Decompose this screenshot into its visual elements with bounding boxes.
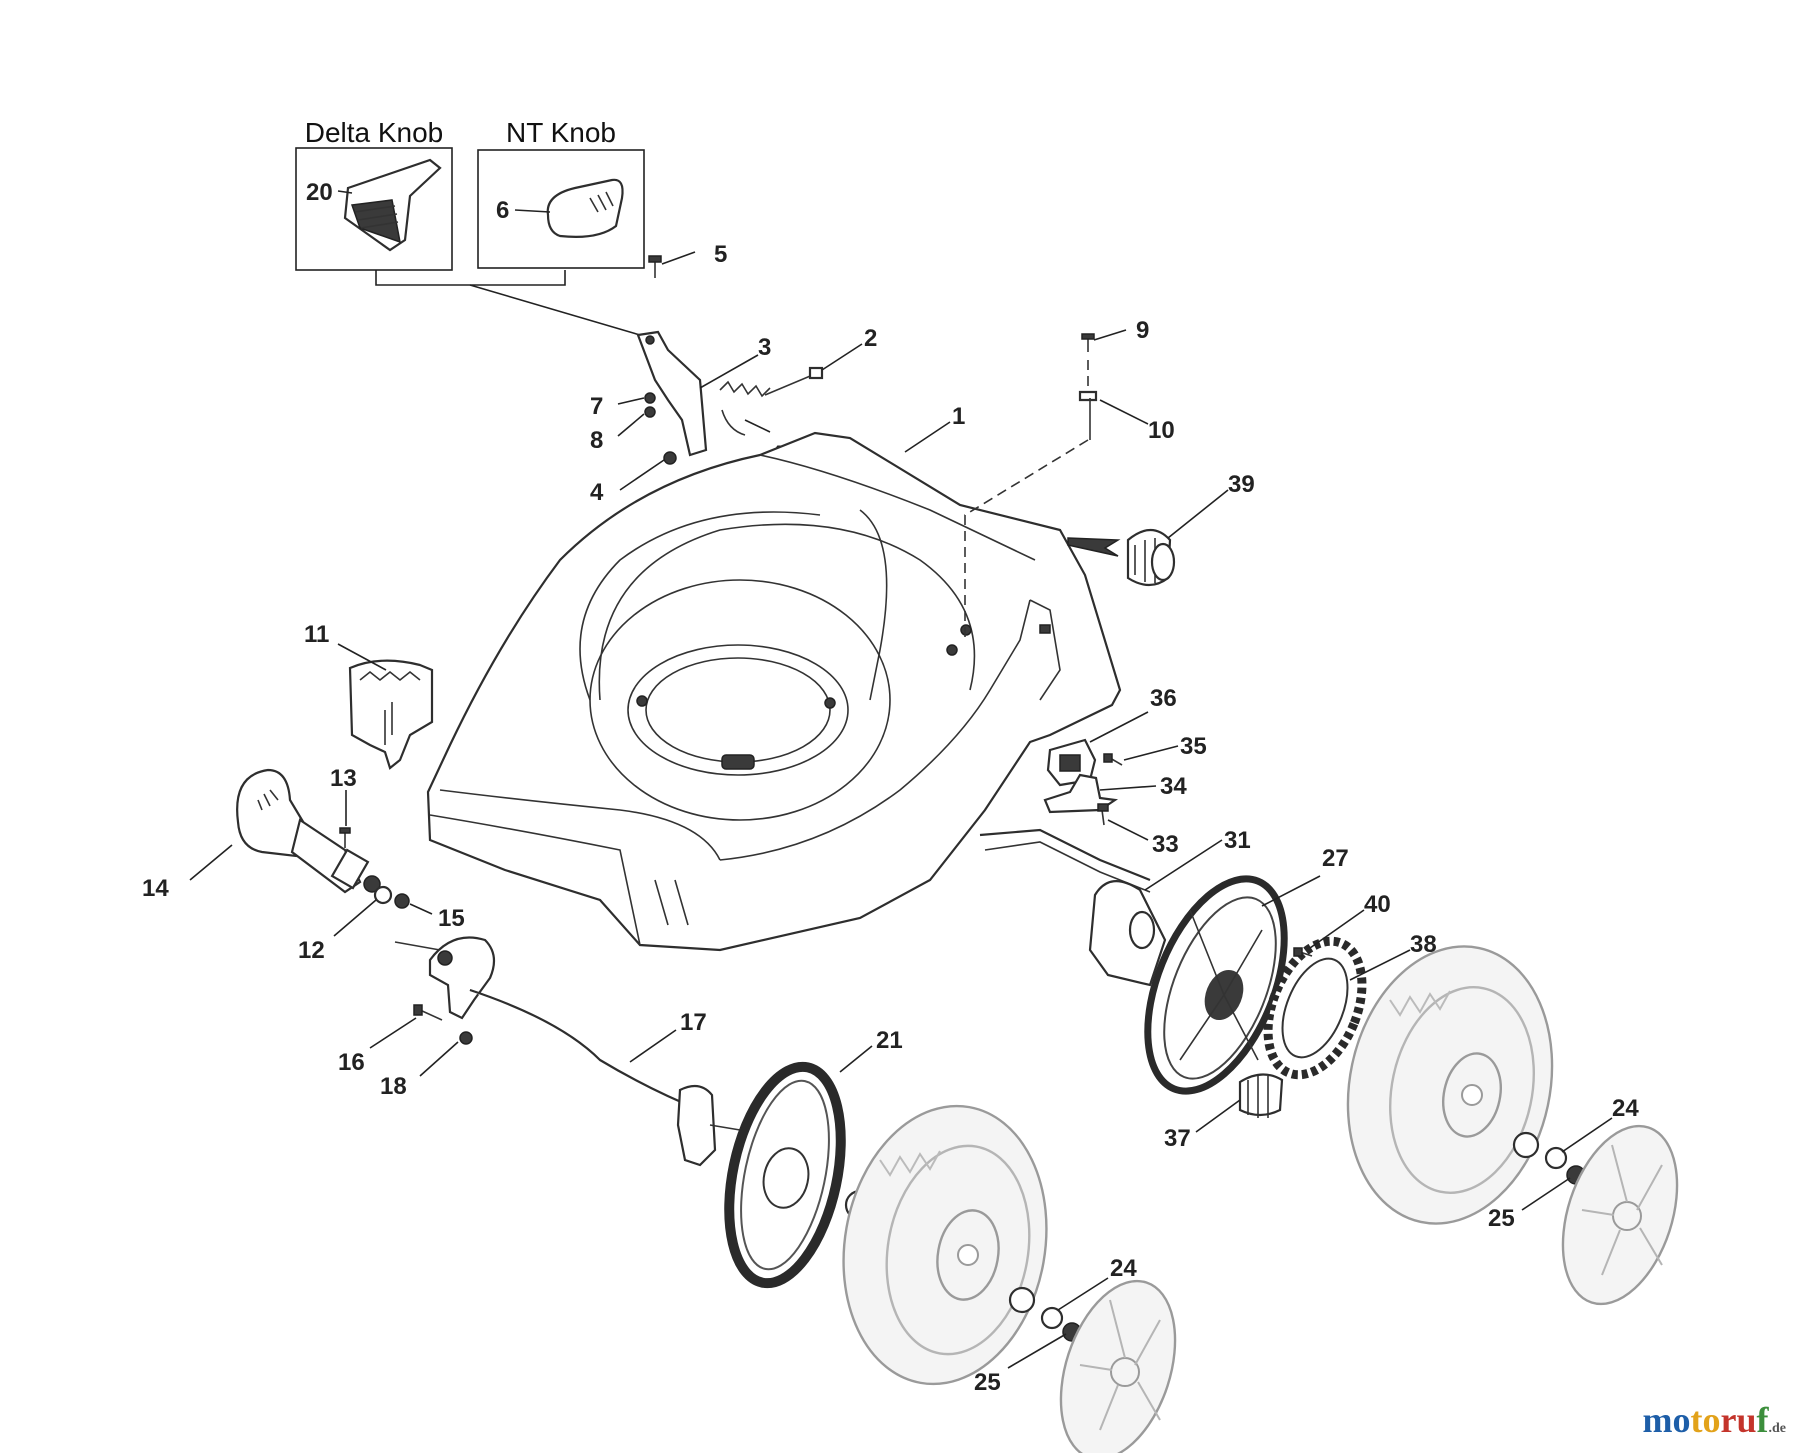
callout-33: 33 — [1152, 831, 1179, 858]
callout-36: 36 — [1150, 685, 1177, 712]
rear-hubcap — [1544, 1124, 1679, 1306]
bolt-13 — [339, 827, 351, 848]
bolt-16 — [413, 1004, 443, 1021]
callout-27: 27 — [1322, 845, 1349, 872]
callout-4: 4 — [590, 479, 604, 506]
callout-8: 8 — [590, 427, 603, 454]
callout-7: 7 — [590, 393, 603, 420]
pin-10 — [964, 333, 1098, 640]
front-hubcap — [1040, 1279, 1177, 1453]
bolt-33 — [1097, 803, 1109, 826]
nt-knob-box: NT Knob 6 — [477, 117, 645, 269]
callout-24b: 24 — [1612, 1095, 1639, 1122]
nt-knob-part — [546, 178, 624, 238]
callout-11: 11 — [304, 621, 329, 648]
nut-18 — [459, 1031, 473, 1045]
callout-40: 40 — [1364, 891, 1391, 918]
callout-37: 37 — [1164, 1125, 1191, 1152]
callout-14: 14 — [142, 875, 169, 902]
callout-34: 34 — [1160, 773, 1187, 800]
callout-17: 17 — [680, 1009, 707, 1036]
callout-3: 3 — [758, 334, 771, 361]
front-wheel-disc — [724, 1061, 846, 1289]
bolt-5 — [648, 255, 662, 278]
callout-6: 6 — [496, 197, 509, 224]
callout-21: 21 — [876, 1027, 903, 1054]
callout-15: 15 — [438, 905, 465, 932]
motoruf-watermark: motoruf.de — [1642, 1400, 1787, 1440]
height-plate — [348, 659, 434, 770]
rear-axle — [979, 828, 1167, 987]
callout-2: 2 — [864, 325, 877, 352]
callout-20: 20 — [306, 179, 333, 206]
delta-knob-title: Delta Knob — [305, 117, 444, 148]
callout-10: 10 — [1148, 417, 1175, 444]
drive-gear — [1263, 936, 1367, 1080]
delta-knob-part — [343, 158, 442, 252]
callout-35: 35 — [1180, 733, 1207, 760]
callout-25a: 25 — [974, 1369, 1001, 1396]
front-wheel — [842, 1104, 1048, 1386]
bolt-35 — [1103, 753, 1123, 766]
callout-9: 9 — [1136, 317, 1149, 344]
height-handle — [236, 768, 410, 909]
callout-5: 5 — [714, 241, 727, 268]
mower-deck — [426, 431, 1122, 952]
clamp-34 — [1043, 773, 1119, 814]
mulch-plug — [1067, 528, 1176, 587]
bracket-36 — [1046, 738, 1097, 787]
rear-wheel — [1346, 945, 1554, 1225]
callout-18: 18 — [380, 1073, 407, 1100]
callout-13: 13 — [330, 765, 357, 792]
front-axle — [394, 936, 741, 1167]
callout-16: 16 — [338, 1049, 365, 1076]
callout-1: 1 — [952, 403, 965, 430]
screw-40 — [1293, 947, 1313, 957]
delta-knob-box: Delta Knob 20 — [295, 117, 453, 271]
callout-25b: 25 — [1488, 1205, 1515, 1232]
callout-12: 12 — [298, 937, 325, 964]
nt-knob-title: NT Knob — [506, 117, 616, 148]
callout-39: 39 — [1228, 471, 1255, 498]
callout-31: 31 — [1224, 827, 1251, 854]
height-lever-assembly — [636, 330, 824, 465]
pinion-37 — [1238, 1073, 1284, 1118]
callout-24a: 24 — [1110, 1255, 1137, 1282]
